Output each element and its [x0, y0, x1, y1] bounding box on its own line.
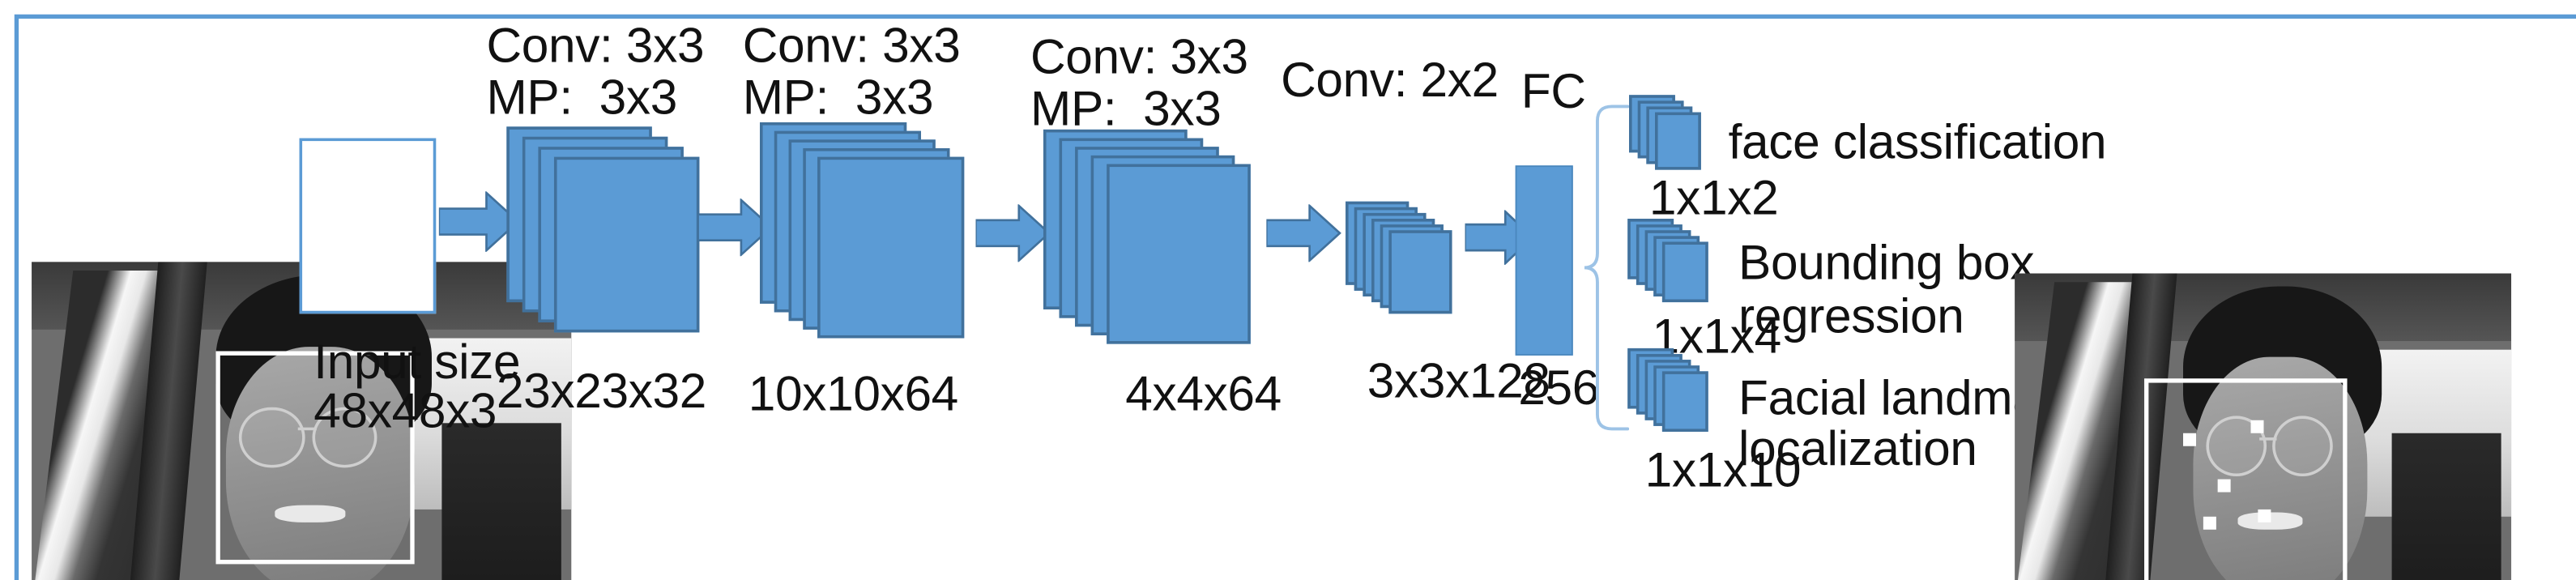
output-task-label-2-line1: Bounding box: [1738, 236, 2035, 291]
conv-dims-label-1: 23x23x32: [496, 364, 707, 419]
input-size-label-line1: Input size: [313, 335, 521, 390]
maxpool-op-label-2: MP: 3x3: [742, 70, 934, 126]
conv-dims-label-4: 3x3x128: [1367, 354, 1550, 409]
conv-op-label-3: Conv: 3x3: [1030, 30, 1248, 85]
glasses-bridge: [296, 428, 317, 431]
output-photo: [2015, 273, 2512, 580]
output-head-3-stack: [1627, 348, 1751, 463]
glasses-left-lens: [2206, 416, 2267, 477]
conv-layer-1-stack: [506, 126, 701, 333]
output-sheet: [1661, 371, 1708, 432]
output-sheet: [1661, 241, 1708, 303]
feature-map-sheet: [553, 156, 700, 333]
conv-dims-label-2: 10x10x64: [748, 367, 958, 422]
landmark-mouth-left: [2203, 517, 2217, 531]
glasses-right-lens: [2272, 416, 2334, 477]
fc-units-label: 256: [1518, 360, 1599, 416]
landmark-nose: [2218, 479, 2232, 493]
output-head-2-stack: [1627, 219, 1751, 331]
fc-label: FC: [1520, 64, 1586, 120]
arrow-conv1-to-conv2: [697, 197, 774, 258]
output-task-label-1: face classification: [1728, 115, 2107, 170]
landmark-left-eye: [2183, 433, 2197, 446]
face-bounding-box: [215, 351, 416, 565]
input-size-box: [299, 138, 437, 314]
maxpool-op-label-3: MP: 3x3: [1030, 82, 1222, 137]
output-branch-brace: [1580, 104, 1630, 435]
car-seat: [441, 424, 561, 580]
landmark-mouth-right: [2258, 509, 2271, 522]
car-seat: [2391, 433, 2501, 580]
feature-map-sheet: [1388, 230, 1452, 314]
output-head-1-stack: [1629, 95, 1744, 193]
maxpool-op-label-1: MP: 3x3: [486, 70, 677, 126]
output-task-label-2-line2: regression: [1738, 289, 1964, 344]
conv-layer-3-stack: [1043, 129, 1259, 345]
conv-op-label-1: Conv: 3x3: [486, 19, 705, 74]
output-dims-label-3: 1x1x10: [1644, 443, 1802, 498]
conv-layer-4-stack: [1346, 201, 1482, 340]
conv-layer-2-stack: [760, 122, 969, 341]
glasses-right-lens: [312, 407, 377, 468]
arrow-input-to-conv1: [437, 190, 520, 254]
feature-map-sheet: [817, 156, 965, 339]
input-photo: [32, 262, 572, 580]
conv-op-label-2: Conv: 3x3: [742, 19, 961, 74]
conv-op-label-4: Conv: 2x2: [1281, 53, 1499, 109]
output-task-label-3-line2: localization: [1738, 421, 1977, 477]
output-sheet: [1655, 112, 1701, 170]
person-mouth: [274, 505, 345, 522]
arrow-conv3-to-conv4: [1265, 203, 1341, 263]
face-bounding-box: [2143, 378, 2348, 580]
glasses-bridge: [2258, 437, 2277, 441]
input-size-label-line2: 48x48x3: [313, 384, 497, 439]
conv-dims-label-3: 4x4x64: [1125, 367, 1282, 422]
glasses-left-lens: [239, 407, 305, 468]
fully-connected-bar: [1515, 165, 1573, 356]
landmark-right-eye: [2250, 420, 2264, 434]
feature-map-sheet: [1107, 164, 1251, 344]
arrow-conv2-to-conv3: [975, 203, 1051, 263]
output-dims-label-1: 1x1x2: [1648, 171, 1779, 226]
